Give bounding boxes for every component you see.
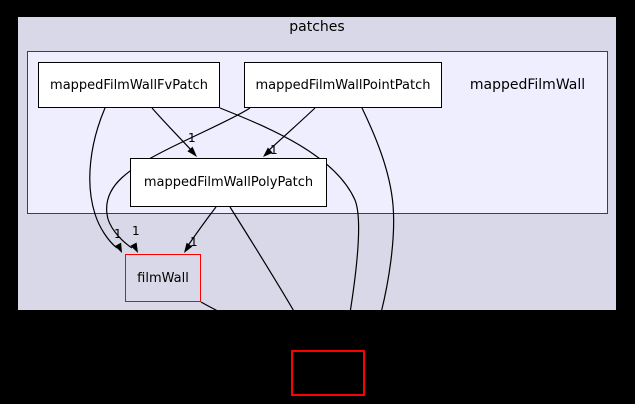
node-mappedfilmwallpointpatch[interactable]: mappedFilmWallPointPatch [244, 62, 442, 108]
node-filmwall[interactable]: filmWall [125, 254, 201, 302]
cluster-mappedfilmwall-title: mappedFilmWall [469, 77, 586, 93]
node-truncated[interactable] [291, 350, 365, 396]
node-mappedfilmwallpolypatch-label: mappedFilmWallPolyPatch [143, 175, 314, 190]
node-filmwall-label: filmWall [137, 270, 189, 286]
node-mappedfilmwallfvpatch-label: mappedFilmWallFvPatch [50, 77, 208, 93]
node-mappedfilmwallfvpatch[interactable]: mappedFilmWallFvPatch [38, 62, 220, 108]
node-mappedfilmwallpolypatch[interactable]: mappedFilmWallPolyPatch [130, 158, 327, 207]
cluster-patches-title: patches [289, 19, 345, 35]
node-mappedfilmwallpointpatch-label: mappedFilmWallPointPatch [255, 77, 431, 93]
